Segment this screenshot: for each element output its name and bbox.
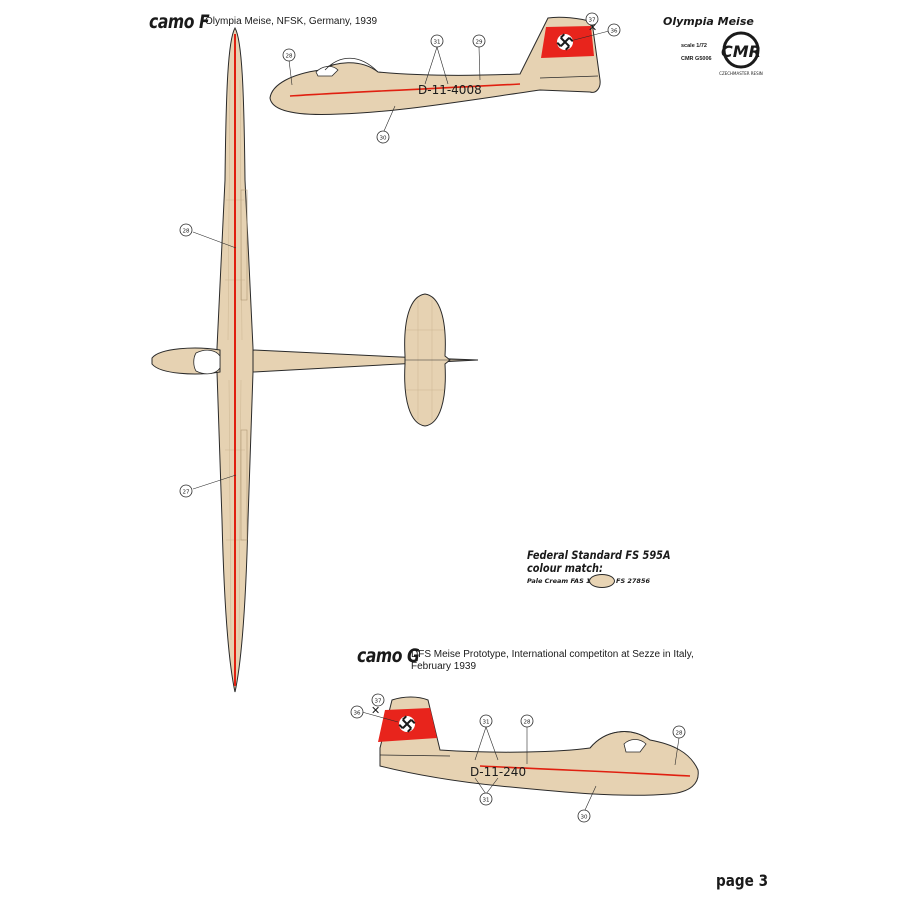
camo-g-canopy (623, 739, 647, 753)
camo-f-cross-marker: ✕ (588, 21, 597, 34)
page-number: page 3 (716, 871, 769, 890)
top-canopy (193, 349, 221, 375)
callout-37: 37 (589, 18, 596, 24)
fs-subtitle: colour match: (527, 561, 603, 575)
callout-30: 30 (380, 136, 387, 142)
camo-g-fuselage (379, 696, 699, 796)
callout-37-g: 37 (375, 699, 382, 705)
camo-f-fuselage (269, 16, 601, 115)
camo-f-callouts: 28 31 29 37 36 30 (282, 12, 621, 144)
camo-g-cross-marker: ✕ (371, 704, 380, 717)
fs-code: FS 27856 (616, 577, 650, 585)
callout-31-g-top: 31 (483, 720, 490, 726)
fs-colour-name: Pale Cream FAS 1 - (527, 577, 596, 585)
camo-f-tail-emblem (556, 33, 574, 51)
kit-code: CMR G5006 (681, 56, 712, 62)
camo-f-caption: Olympia Meise, NFSK, Germany, 1939 (205, 16, 378, 27)
camo-f-canopy (315, 66, 339, 77)
callout-36: 36 (611, 29, 618, 35)
logo-text: CMR (721, 42, 761, 61)
camo-f-side-view: D-11-4008 ✕ 28 31 29 37 36 (269, 12, 621, 144)
fs-title: Federal Standard FS 595A (527, 548, 671, 562)
camo-f-red-stripe (289, 83, 521, 97)
camo-f-registration: D-11-4008 (418, 83, 482, 97)
callout-28: 28 (286, 54, 293, 60)
camo-f-title: camo F (149, 11, 210, 33)
top-view-callouts: 28 27 (179, 223, 237, 498)
fs-colour-swatch (589, 574, 615, 588)
callout-31: 31 (434, 40, 441, 46)
callout-31-g-bottom: 31 (483, 798, 490, 804)
callout-27-top: 27 (183, 490, 190, 496)
camo-g-red-stripe (479, 765, 691, 777)
callout-28-top: 28 (183, 229, 190, 235)
callout-36-g: 36 (354, 711, 361, 717)
camo-g-caption-line1: DFS Meise Prototype, International compe… (411, 649, 694, 660)
camo-g-title: camo G (357, 645, 420, 667)
top-view-glider: 28 27 (151, 27, 479, 693)
brand-title: Olympia Meise (663, 15, 754, 28)
callout-29: 29 (476, 40, 483, 46)
camo-g-registration: D-11-240 (470, 765, 526, 779)
camo-g-callouts: 37 36 31 31 28 28 30 (350, 693, 686, 823)
logo-subtext: CZECHMASTER RESIN (719, 71, 763, 76)
camo-g-side-view: D-11-240 ✕ 37 36 31 31 28 (350, 693, 699, 823)
cmr-logo: CMR CZECHMASTER RESIN (719, 31, 763, 76)
callout-28-g-b: 28 (676, 731, 683, 737)
scale-label: scale 1/72 (681, 43, 707, 49)
callout-30-g: 30 (581, 815, 588, 821)
camo-g-caption-line2: February 1939 (411, 661, 477, 672)
camo-g-tail-emblem (398, 715, 416, 733)
callout-28-g-a: 28 (524, 720, 531, 726)
